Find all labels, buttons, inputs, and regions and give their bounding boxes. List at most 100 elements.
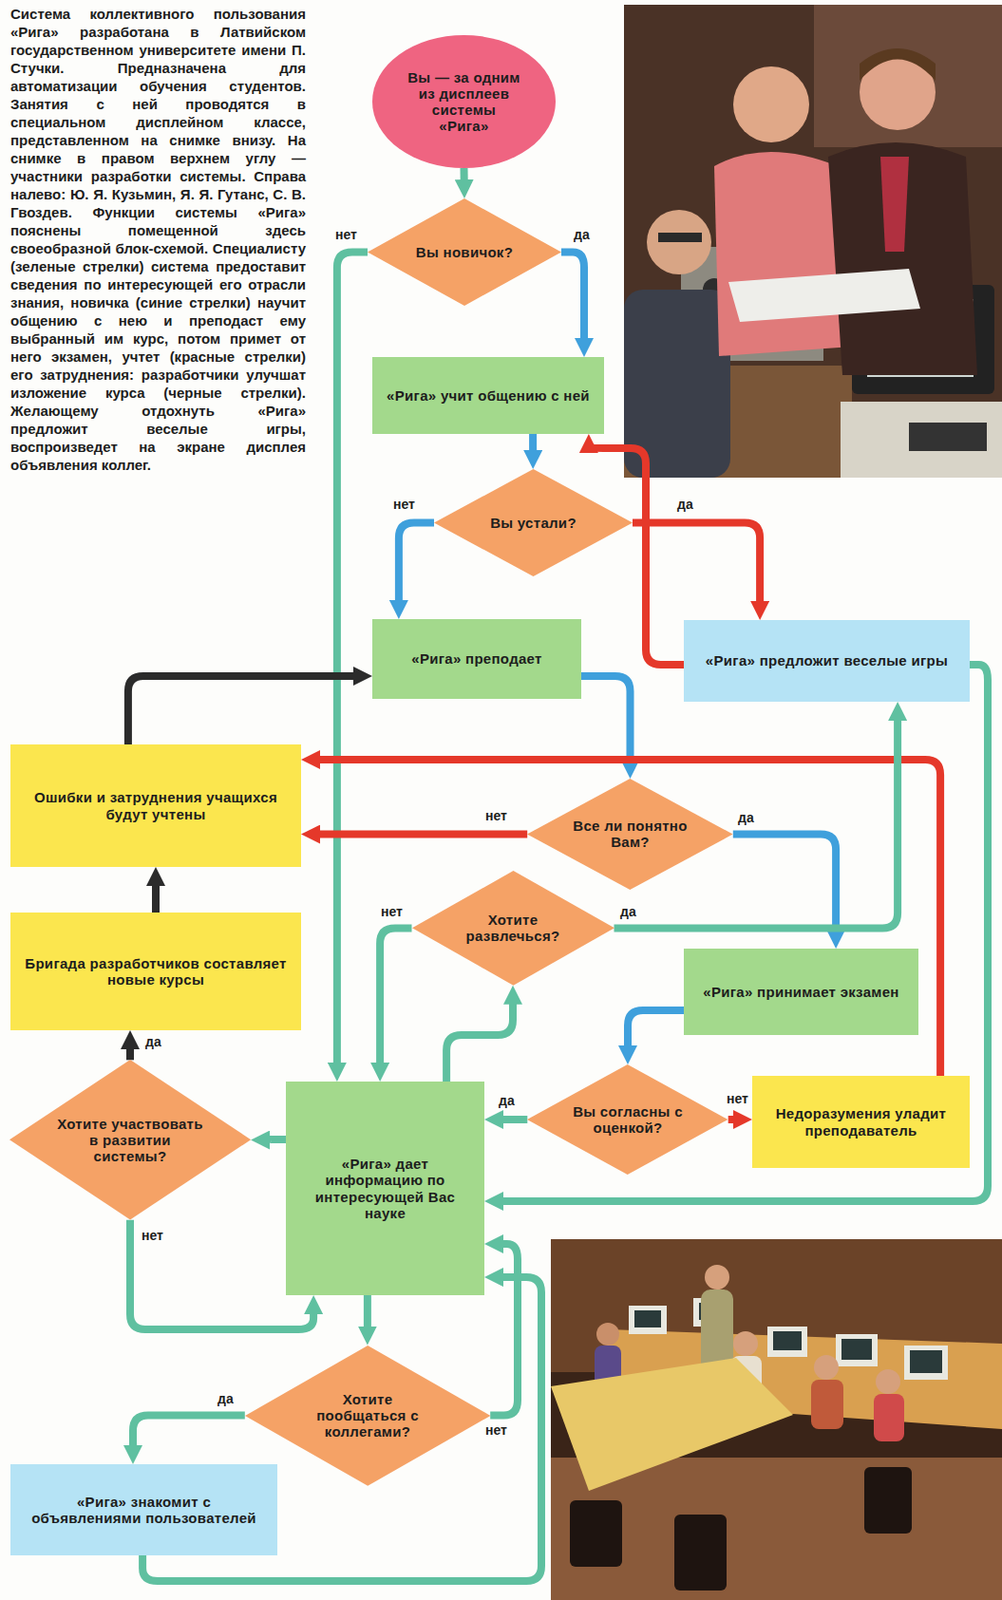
node-text: «Рига» принимает экзамен xyxy=(702,983,899,1001)
flow-arrow xyxy=(588,445,684,665)
person-right xyxy=(828,142,978,376)
flow-arrow xyxy=(363,1295,372,1335)
node-text: Вы новичок? xyxy=(415,244,513,261)
edge-label: да xyxy=(737,809,756,827)
decision-diamond: Все ли понятно Вам? xyxy=(527,778,734,890)
flow-arrow xyxy=(126,1041,134,1060)
flow-arrow xyxy=(460,168,469,188)
node-text: Ошибки и затруднения учащихся будут учте… xyxy=(21,789,290,823)
console xyxy=(840,401,1002,478)
flow-arrow xyxy=(581,676,631,768)
developers-photo xyxy=(623,4,1002,478)
chair xyxy=(674,1514,727,1591)
node-text: Все ли понятно Вам? xyxy=(567,817,692,851)
flow-arrow xyxy=(529,434,537,458)
node-text: Хотите пообщаться с коллегами? xyxy=(298,1391,437,1441)
terminal xyxy=(835,1334,878,1367)
chair xyxy=(569,1500,623,1568)
start-ellipse: Вы — за одним из дисплеев системы «Рига» xyxy=(372,35,556,169)
terminal-screen xyxy=(841,1339,872,1361)
diamond-fill xyxy=(434,469,633,577)
papers xyxy=(728,268,921,322)
edge-label: да xyxy=(216,1390,235,1408)
flow-arrow xyxy=(632,523,760,610)
student-head xyxy=(596,1323,620,1346)
edge-label: нет xyxy=(392,495,416,513)
node-text: «Рига» предложит веселые игры xyxy=(705,652,948,669)
flow-arrow xyxy=(446,997,513,1082)
edge-label: да xyxy=(497,1092,516,1110)
node-text: Недоразумения уладит преподаватель xyxy=(763,1105,959,1139)
decision-diamond: Вы новичок? xyxy=(367,198,562,306)
head xyxy=(646,209,712,275)
terminal xyxy=(767,1326,808,1358)
process-box: «Рига» предложит веселые игры xyxy=(683,620,970,702)
photo-background xyxy=(623,4,1002,478)
node-text: Вы согласны с оценкой? xyxy=(567,1103,688,1137)
decision-diamond: Вы устали? xyxy=(434,469,633,577)
keys xyxy=(908,422,987,452)
flow-arrow xyxy=(132,1416,246,1455)
caption-text: Система коллективного пользования «Рига»… xyxy=(10,4,306,474)
student-head xyxy=(733,1331,758,1357)
student xyxy=(873,1394,905,1442)
flow-arrow xyxy=(733,834,836,939)
flow-arrow xyxy=(337,252,368,1072)
node-text: «Рига» преподает xyxy=(411,650,542,667)
teacher-head xyxy=(704,1265,730,1290)
edge-label: да xyxy=(144,1033,163,1051)
process-box: Ошибки и затруднения учащихся будут учте… xyxy=(10,744,302,868)
process-box: «Рига» учит общению с ней xyxy=(372,357,605,435)
node-text: «Рига» знакомит с объявлениями пользоват… xyxy=(21,1493,266,1528)
diamond-fill xyxy=(245,1345,491,1487)
ellipse-fill xyxy=(372,35,556,169)
edge-label: нет xyxy=(484,1421,509,1439)
terminal-screen xyxy=(634,1310,662,1328)
student-head xyxy=(875,1369,901,1395)
process-box: Недоразумения уладит преподаватель xyxy=(752,1076,970,1169)
node-text: Вы устали? xyxy=(490,514,577,531)
edge-label: да xyxy=(572,226,591,244)
student-head xyxy=(813,1355,839,1381)
node-text: «Рига» дает информацию по интересующей В… xyxy=(297,1155,473,1222)
terminal xyxy=(628,1305,667,1335)
front-table xyxy=(550,1358,794,1492)
diamond-fill xyxy=(412,870,615,986)
node-text: «Рига» учит общению с ней xyxy=(386,387,590,404)
node-text: Вы — за одним из дисплеев системы «Рига» xyxy=(407,69,522,135)
flow-arrow xyxy=(398,523,435,609)
process-box: «Рига» знакомит с объявлениями пользоват… xyxy=(10,1464,278,1556)
head xyxy=(733,66,810,143)
flow-arrow xyxy=(495,1115,528,1124)
shirt xyxy=(880,156,909,252)
terminal-screen xyxy=(909,1350,943,1374)
flow-arrow xyxy=(262,1135,286,1145)
diamond-fill xyxy=(527,1064,728,1175)
terminal-screen xyxy=(773,1331,802,1351)
edge-label: да xyxy=(619,903,638,921)
decision-diamond: Хотите пообщаться с коллегами? xyxy=(245,1345,491,1487)
decision-diamond: Вы согласны с оценкой? xyxy=(527,1064,728,1175)
edge-label: нет xyxy=(725,1090,750,1108)
edge-label: нет xyxy=(140,1227,165,1245)
flow-arrow xyxy=(490,1244,518,1417)
flow-arrow xyxy=(627,1010,684,1054)
flow-arrow xyxy=(312,831,528,839)
edge-label: да xyxy=(676,495,695,513)
diamond-fill xyxy=(9,1059,251,1220)
process-box: «Рига» принимает экзамен xyxy=(683,948,919,1036)
decision-diamond: Хотите развлечься? xyxy=(412,870,615,986)
flow-arrow xyxy=(151,878,160,913)
edge-label: нет xyxy=(379,903,404,921)
diamond-fill xyxy=(367,198,562,306)
process-box: Бригада разработчиков составляет новые к… xyxy=(10,912,302,1031)
hair xyxy=(859,48,936,81)
wall-equipment xyxy=(813,4,1002,148)
edge-label: нет xyxy=(484,807,509,825)
student xyxy=(811,1380,844,1430)
flow-arrow xyxy=(728,1115,741,1124)
glasses xyxy=(658,232,702,243)
process-box: «Рига» дает информацию по интересующей В… xyxy=(285,1081,485,1296)
flow-arrow xyxy=(128,676,361,745)
